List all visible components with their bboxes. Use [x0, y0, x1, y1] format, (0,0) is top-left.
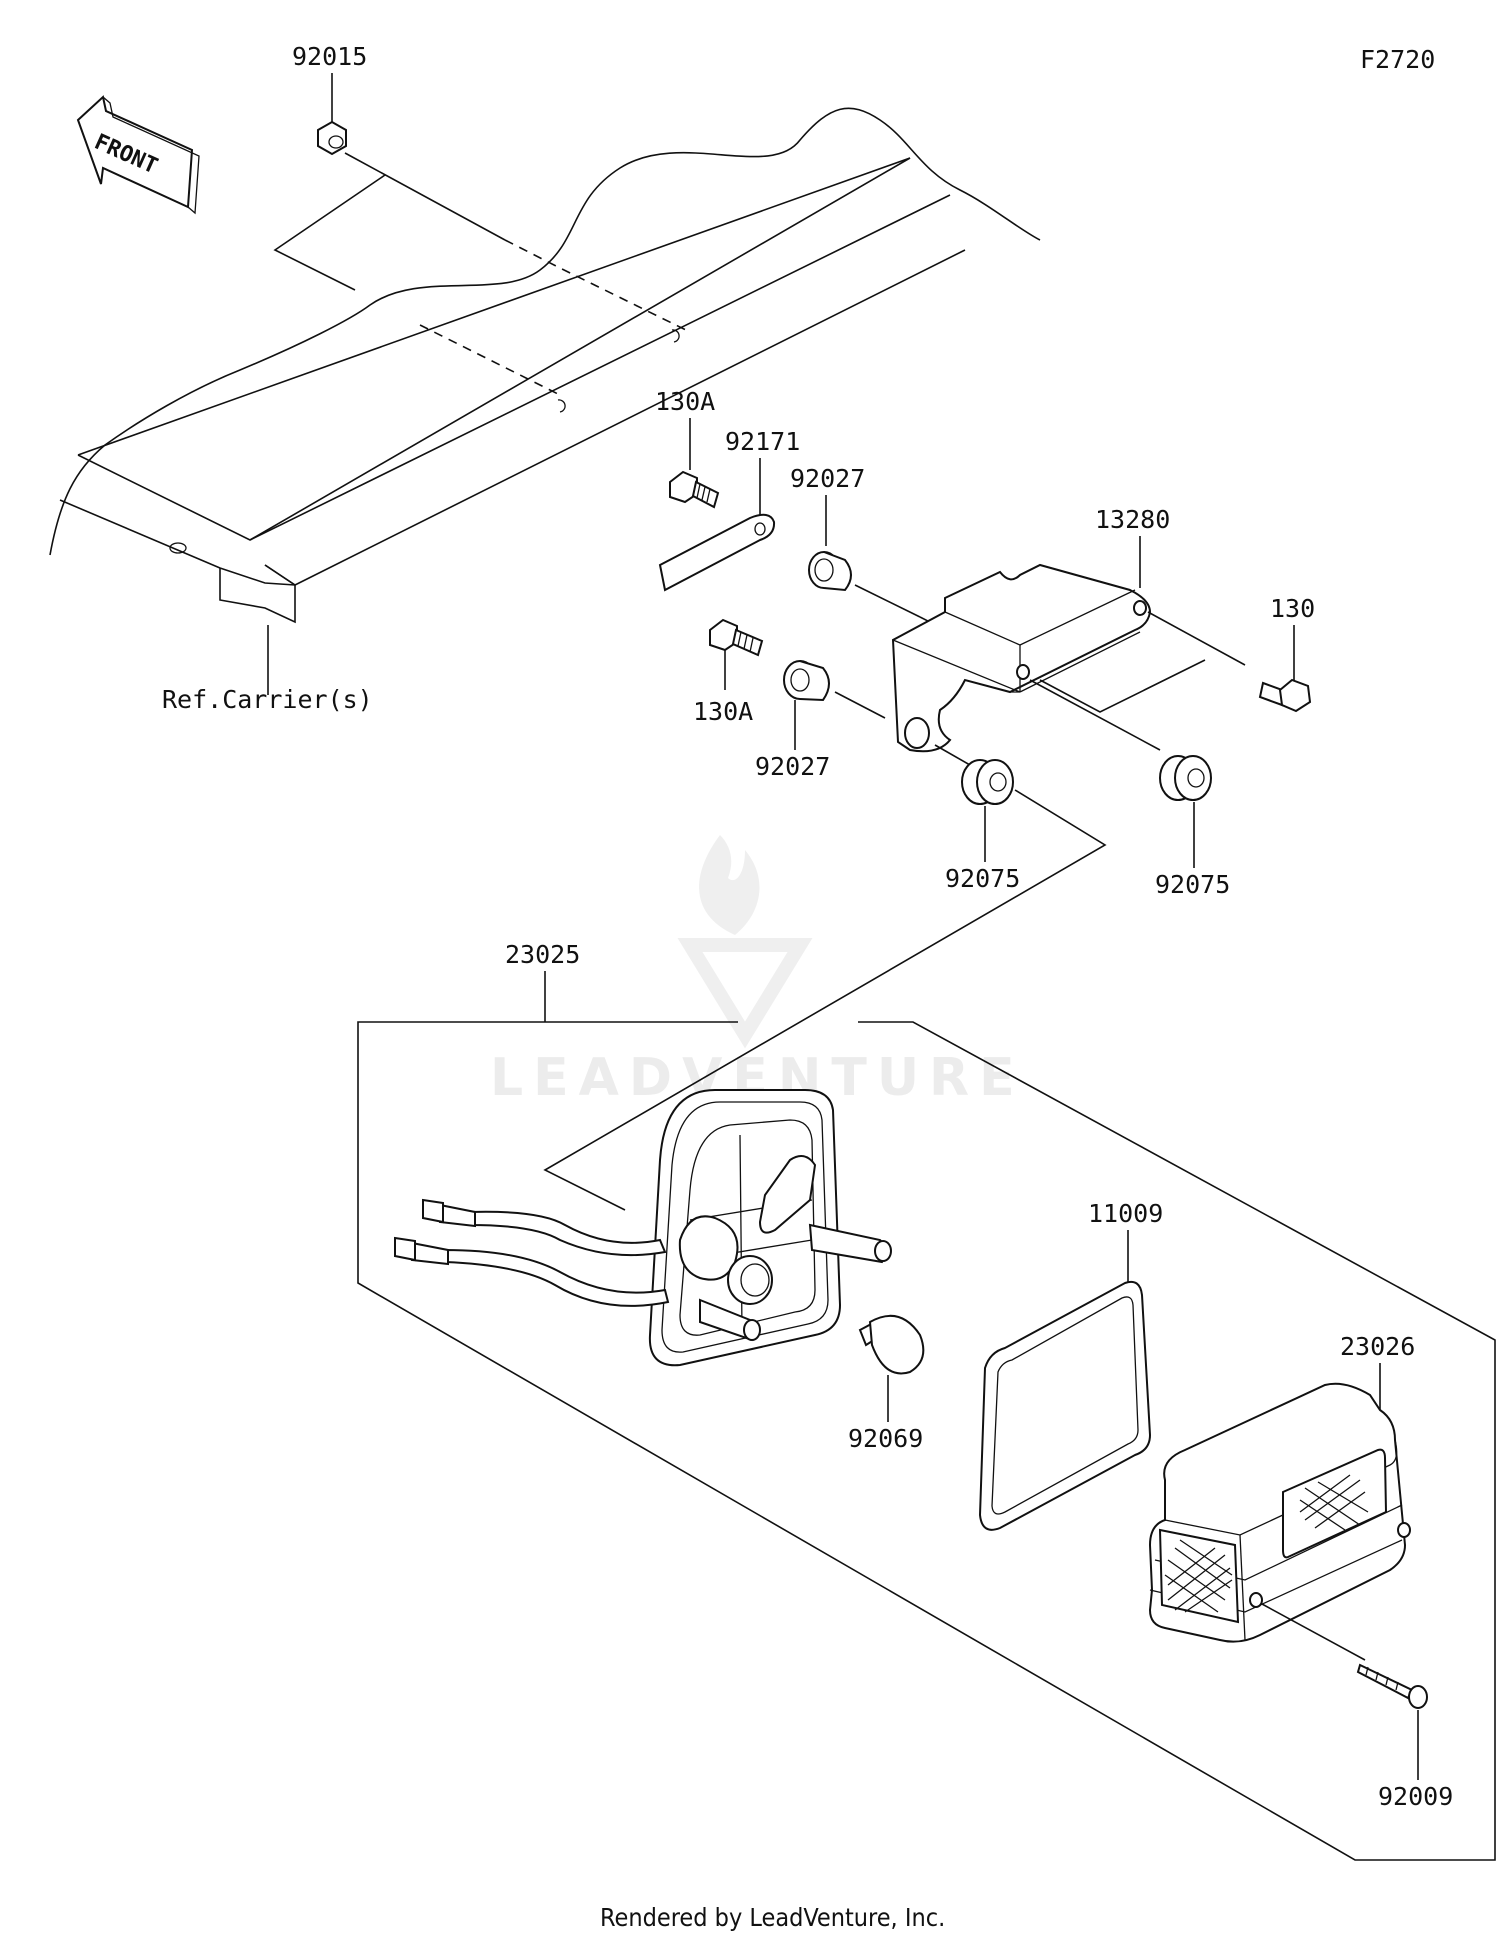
grommet-92075-left [961, 759, 1014, 805]
label-92075-left: 92075 [945, 864, 1020, 893]
nut-92015 [317, 120, 347, 156]
gasket-11009 [978, 1280, 1152, 1531]
label-92015: 92015 [292, 42, 367, 71]
label-23026: 23026 [1340, 1332, 1415, 1361]
label-13280: 13280 [1095, 505, 1170, 534]
ref-carrier-label: Ref.Carrier(s) [162, 685, 373, 714]
tail-light-base [648, 1089, 892, 1367]
collar-92027-top [808, 551, 852, 592]
label-130A-top: 130A [655, 387, 715, 416]
carrier-reference [49, 107, 1041, 695]
front-arrow-icon: FRONT [76, 95, 200, 215]
screw-92009 [1356, 1663, 1428, 1709]
bolt-130A-top [669, 470, 720, 509]
collar-92027-bottom [783, 660, 830, 702]
label-92069: 92069 [848, 1424, 923, 1453]
label-92171: 92171 [725, 427, 800, 456]
wiring-harness [394, 1198, 670, 1307]
label-130A-bottom: 130A [693, 697, 753, 726]
bracket-13280 [891, 563, 1152, 753]
label-130: 130 [1270, 594, 1315, 623]
footer-text: Rendered by LeadVenture, Inc. [600, 1903, 945, 1932]
label-92009: 92009 [1378, 1782, 1453, 1811]
plate-92171 [658, 513, 776, 592]
bolt-130A-bottom [709, 618, 764, 657]
grommet-92075-right [1159, 755, 1212, 801]
label-92027-bottom: 92027 [755, 752, 830, 781]
diagram-code: F2720 [1360, 45, 1435, 74]
label-92075-right: 92075 [1155, 870, 1230, 899]
bolt-130 [1258, 678, 1312, 713]
label-92027-top: 92027 [790, 464, 865, 493]
lens-23026 [1148, 1382, 1411, 1643]
bulb-92069 [858, 1314, 925, 1375]
label-23025: 23025 [505, 940, 580, 969]
label-11009: 11009 [1088, 1199, 1163, 1228]
